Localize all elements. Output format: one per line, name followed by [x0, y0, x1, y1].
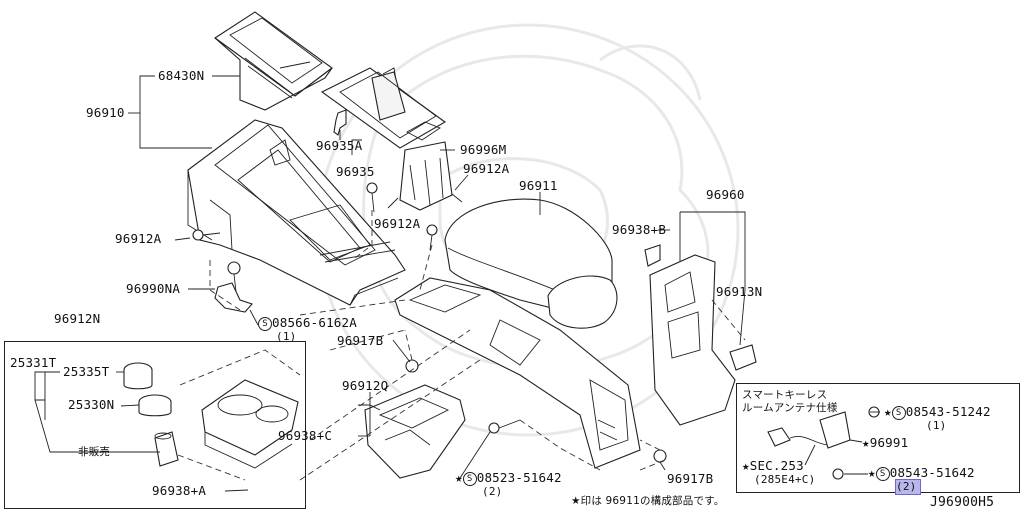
section-ref: SEC.253 [749, 458, 804, 473]
inset-antenna-drawing [767, 411, 880, 475]
sec253-ref: (285E4+C) [754, 473, 816, 486]
part-number-highlighted: 08543-51642 [889, 465, 975, 480]
cover-96913N [649, 254, 736, 426]
label-96991[interactable]: ★96991 [862, 436, 908, 450]
qty-08523: (2) [482, 485, 503, 498]
label-96912A-mid[interactable]: 96912A [374, 216, 421, 231]
label-96912A-left[interactable]: 96912A [115, 231, 162, 246]
fasteners [192, 182, 880, 480]
star-icon: ★ [868, 465, 876, 480]
tray-68430N [214, 11, 333, 111]
leader-lines [34, 75, 746, 492]
part-number: 08523-51642 [476, 470, 562, 485]
footnote-text: ★印は 96911の構成部品です。 [571, 495, 725, 507]
qty-08543-b: (2) [894, 479, 922, 495]
label-25335T[interactable]: 25335T [63, 364, 110, 379]
qty-08543-a: (1) [926, 419, 947, 432]
part-number: 08543-51242 [905, 404, 991, 419]
label-96917B-top[interactable]: 96917B [337, 333, 384, 348]
label-not-for-sale: 非販売 [78, 446, 111, 458]
tray-96912Q [364, 384, 466, 479]
label-96938B[interactable]: 96938+B [612, 222, 667, 237]
part-number: 96991 [869, 435, 909, 450]
label-96910[interactable]: 96910 [86, 105, 125, 120]
bracket-96935A [333, 109, 347, 136]
s-mark-icon: S [462, 471, 477, 486]
cupholder-96912N [201, 379, 299, 469]
label-96912Q[interactable]: 96912Q [342, 378, 389, 393]
label-96938A[interactable]: 96938+A [152, 483, 207, 498]
shift-boot-96935 [320, 67, 447, 149]
inset-title-line1: スマートキーレス [742, 389, 828, 401]
s-mark-icon: S [258, 316, 272, 331]
label-96913N[interactable]: 96913N [716, 284, 763, 299]
plate-96938B [644, 244, 661, 267]
label-25330N[interactable]: 25330N [68, 397, 115, 412]
label-96935[interactable]: 96935 [336, 164, 375, 179]
footnote: ★印は 96911の構成部品です。 [571, 494, 725, 508]
console-rear-96911 [394, 198, 641, 469]
label-96911[interactable]: 96911 [519, 178, 558, 193]
bracket-96990NA [214, 282, 253, 313]
label-sec253[interactable]: ★SEC.253 [742, 459, 804, 473]
diagram-id: J96900H5 [930, 495, 995, 510]
label-25331T[interactable]: 25331T [10, 355, 57, 370]
label-96960[interactable]: 96960 [706, 187, 745, 202]
plate-rear [729, 344, 757, 371]
part-number: 08566-6162A [272, 315, 357, 330]
bracket-96996M [387, 141, 463, 211]
label-68430N[interactable]: 68430N [158, 68, 205, 83]
star-icon: ★ [455, 470, 463, 485]
qty-08566: (1) [276, 330, 297, 343]
s-mark-icon: S [875, 466, 890, 481]
star-icon: ★ [884, 404, 892, 419]
label-96917B-bot[interactable]: 96917B [667, 471, 714, 486]
label-96912N[interactable]: 96912N [54, 311, 101, 326]
inset-title-line2: ルームアンテナ仕様 [742, 402, 838, 414]
group-box-96912N [4, 341, 306, 509]
star-icon: ★ [742, 458, 750, 473]
star-icon: ★ [862, 435, 870, 450]
label-96996M[interactable]: 96996M [460, 142, 507, 157]
socket-parts [123, 362, 179, 467]
label-96912A-top[interactable]: 96912A [463, 161, 510, 176]
inset-box-antenna [736, 383, 1020, 493]
label-96938C[interactable]: 96938+C [278, 428, 333, 443]
guide-lines [177, 210, 746, 481]
s-mark-icon: S [891, 405, 906, 420]
label-96935A[interactable]: 96935A [316, 138, 363, 153]
label-96990NA[interactable]: 96990NA [126, 281, 181, 296]
